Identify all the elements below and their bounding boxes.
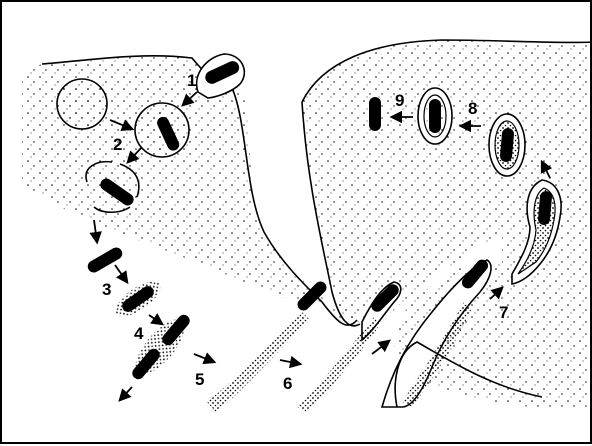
step-label-4: 4 [134,324,144,343]
arrow-4-out [120,387,132,400]
arrow-into-protrusion [372,341,389,354]
step-label-9: 9 [395,91,404,110]
bacterium-in-vacuole-step-9 [429,99,441,133]
step-label-1: 1 [187,71,196,90]
step-label-6: 6 [283,374,292,393]
arrow-to-6 [280,360,300,364]
step-label-5: 5 [195,370,204,389]
step-label-8: 8 [468,99,477,118]
arrow-to-5 [194,354,214,362]
arrow-free-to-3 [115,265,127,282]
arrow-3-to-4 [149,315,162,324]
step-label-2: 2 [113,135,122,154]
step-label-3: 3 [102,280,111,299]
actin-tail-step-6 [297,317,382,412]
bacterium-step-9 [369,97,381,131]
step-label-7: 7 [499,303,508,322]
empty-vacuole [57,79,107,129]
